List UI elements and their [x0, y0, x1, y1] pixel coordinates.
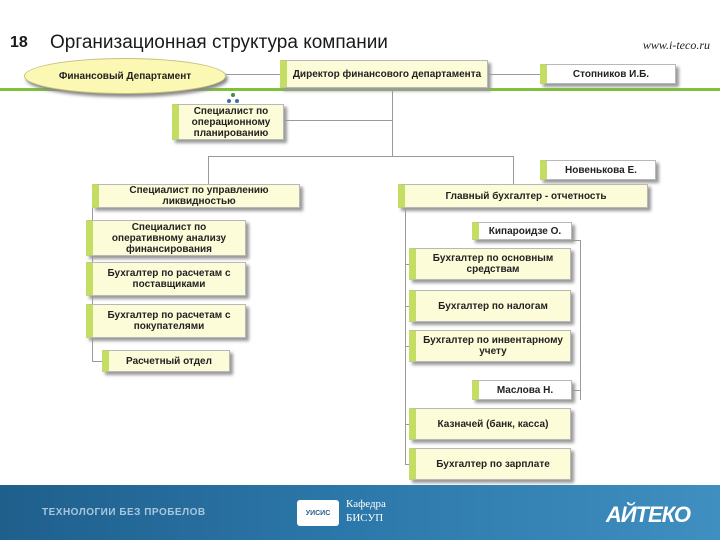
connector-line	[572, 240, 580, 241]
treasurer-node[interactable]: Казначей (банк, касса)	[409, 408, 571, 440]
connector-line	[405, 464, 411, 465]
assets-group-name[interactable]: Кипароидзе О.	[472, 222, 572, 240]
footer-bar	[0, 485, 720, 540]
connector-line	[580, 240, 581, 400]
connector-line	[488, 74, 540, 75]
department-line-2: БИСУП	[346, 511, 384, 524]
fixed-assets-accountant-node[interactable]: Бухгалтер по основным средствам	[409, 248, 571, 280]
page-title: Организационная структура компании	[50, 32, 388, 53]
inventory-accountant-node[interactable]: Бухгалтер по инвентарному учету	[409, 330, 571, 362]
connector-line	[405, 424, 411, 425]
suppliers-accountant-node[interactable]: Бухгалтер по расчетам с поставщиками	[86, 262, 246, 296]
site-url[interactable]: www.i-teco.ru	[642, 38, 710, 52]
footer-slogan: ТЕХНОЛОГИИ БЕЗ ПРОБЕЛОВ	[42, 507, 206, 518]
settlement-department-node[interactable]: Расчетный отдел	[102, 350, 230, 372]
finance-department-node[interactable]: Финансовый Департамент	[24, 58, 226, 94]
tree-icon	[227, 93, 239, 103]
slide-number: 18	[10, 34, 28, 51]
treasury-group-name[interactable]: Маслова Н.	[472, 380, 572, 400]
connector-line	[283, 120, 392, 121]
department-line-1: Кафедра	[346, 498, 386, 510]
connector-line	[92, 361, 102, 362]
connector-line	[405, 346, 411, 347]
operational-analysis-node[interactable]: Специалист по оперативному анализу финан…	[86, 220, 246, 256]
department-label: Кафедра БИСУП	[346, 498, 386, 526]
director-node[interactable]: Директор финансового департамента	[280, 60, 488, 88]
director-name[interactable]: Стопников И.Б.	[540, 64, 676, 84]
connector-line	[572, 390, 580, 391]
header-divider	[0, 88, 720, 91]
operational-planning-node[interactable]: Специалист по операционному планированию	[172, 104, 284, 140]
department-logo: УИСИС	[297, 500, 339, 526]
connector-line	[513, 156, 514, 184]
connector-line	[208, 156, 513, 157]
tax-accountant-node[interactable]: Бухгалтер по налогам	[409, 290, 571, 322]
connector-line	[208, 156, 209, 184]
payroll-accountant-node[interactable]: Бухгалтер по зарплате	[409, 448, 571, 480]
customers-accountant-node[interactable]: Бухгалтер по расчетам с покупателями	[86, 304, 246, 338]
connector-line	[405, 208, 406, 464]
connector-line	[226, 74, 280, 75]
chief-accountant-name[interactable]: Новенькова Е.	[540, 160, 656, 180]
chief-accountant-node[interactable]: Главный бухгалтер - отчетность	[398, 184, 648, 208]
connector-line	[405, 264, 411, 265]
header-bar	[0, 0, 720, 60]
connector-line	[405, 306, 411, 307]
connector-line	[392, 86, 393, 156]
brand-logo: АЙТЕКО	[605, 502, 691, 527]
liquidity-specialist-node[interactable]: Специалист по управлению ликвидностью	[92, 184, 300, 208]
